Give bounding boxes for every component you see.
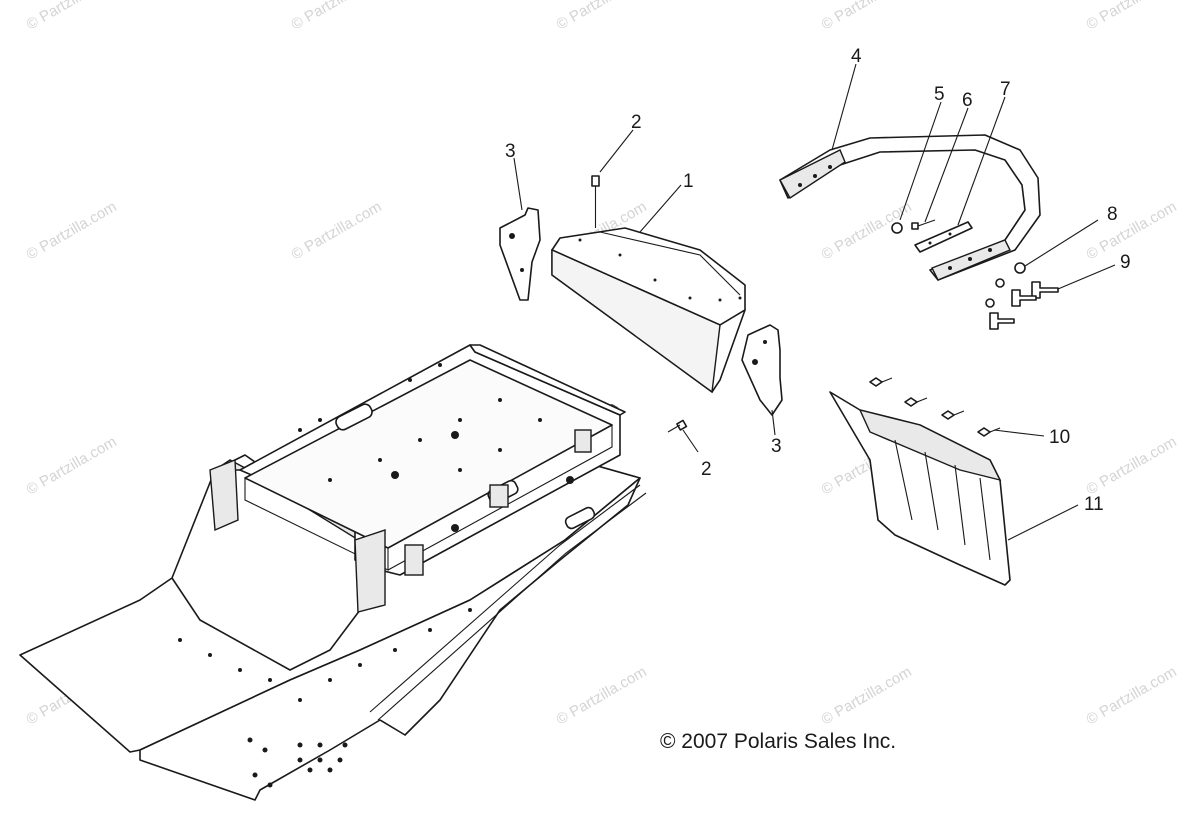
watermark: © Partzilla.com [554, 663, 650, 728]
watermark: © Partzilla.com [289, 0, 385, 33]
callout-11: 11 [1084, 494, 1104, 515]
callout-5: 5 [934, 84, 945, 105]
watermark: © Partzilla.com [1084, 0, 1180, 33]
part-9-bolt [989, 281, 1059, 330]
callout-3-left: 3 [505, 141, 516, 162]
chassis-tunnel [19, 344, 647, 801]
part-2-bolt-top [591, 175, 600, 228]
callouts: 1 2 2 3 3 4 5 6 7 8 9 10 11 [505, 46, 1131, 515]
callout-6: 6 [962, 90, 973, 111]
watermark: © Partzilla.com [1084, 198, 1180, 263]
part-4-grab-bar [779, 134, 1041, 281]
part-1-cover [551, 227, 746, 394]
rivet-holes [178, 363, 574, 788]
watermark: © Partzilla.com [24, 0, 120, 33]
part-2-bolt-lower [667, 419, 688, 433]
callout-3-right: 3 [771, 436, 782, 457]
callout-10: 10 [1049, 427, 1070, 448]
leader-lines [513, 63, 1116, 541]
watermark: © Partzilla.com [24, 198, 120, 263]
watermark: © Partzilla.com [819, 663, 915, 728]
callout-4: 4 [851, 46, 862, 67]
callout-2-top: 2 [631, 112, 642, 133]
watermark: © Partzilla.com [554, 0, 650, 33]
callout-7: 7 [1000, 79, 1011, 100]
part-3-bracket-left [499, 207, 541, 301]
copyright-notice: © 2007 Polaris Sales Inc. [660, 730, 896, 753]
callout-9: 9 [1120, 252, 1131, 273]
callout-2-bottom: 2 [701, 459, 712, 480]
part-6-screw [911, 219, 936, 230]
part-10-rivets [869, 377, 1001, 437]
part-11-snow-flap [829, 391, 1011, 586]
watermark: © Partzilla.com [1084, 433, 1180, 498]
part-3-bracket-right [741, 324, 783, 416]
watermark: © Partzilla.com [289, 198, 385, 263]
part-7-plate [914, 221, 973, 253]
watermark: © Partzilla.com [1084, 663, 1180, 728]
part-8-washer [985, 262, 1026, 308]
callout-8: 8 [1107, 204, 1118, 225]
part-5-nut [891, 222, 903, 234]
watermark: © Partzilla.com [819, 0, 915, 33]
callout-1: 1 [683, 171, 694, 192]
watermark: © Partzilla.com [24, 433, 120, 498]
